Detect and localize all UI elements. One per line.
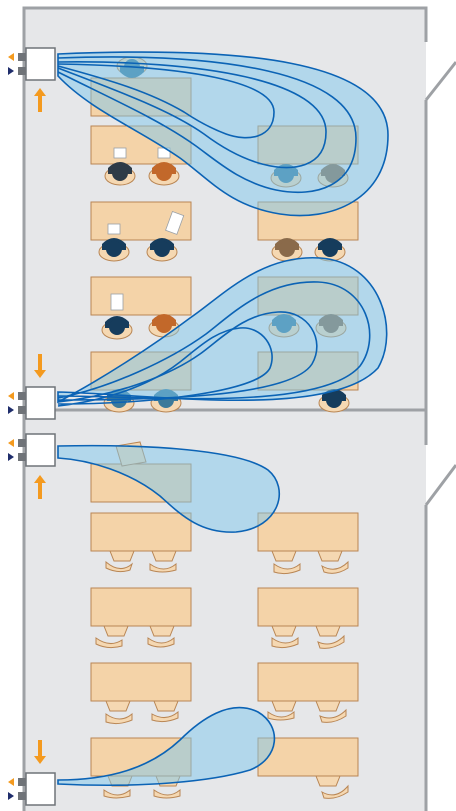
student-icon [101, 293, 133, 340]
ventilation-unit [8, 386, 56, 420]
desk-row-3 [90, 587, 359, 649]
desk [90, 662, 192, 702]
room-occupied-airflow [57, 51, 389, 407]
arrow-up-icon [34, 475, 46, 499]
chair [105, 700, 133, 725]
supply-marker-icon [8, 392, 14, 400]
return-marker-icon [8, 453, 14, 461]
student-icon [98, 223, 130, 262]
desk [90, 512, 192, 552]
arrow-down-icon [34, 354, 46, 378]
student-icon [148, 314, 180, 338]
room-empty-airflow [57, 444, 281, 787]
desk [257, 662, 359, 702]
supply-marker-icon [8, 439, 14, 447]
chair [151, 700, 179, 723]
chair [105, 550, 135, 573]
supply-marker-icon [8, 53, 14, 61]
airflow-streamline [57, 63, 275, 139]
room-empty-furniture [90, 441, 359, 799]
airflow-streamline [57, 327, 273, 407]
chair [267, 700, 297, 721]
airflow-plume-top [57, 51, 389, 217]
desk [257, 587, 359, 627]
return-marker-icon [8, 792, 14, 800]
arrow-down-icon [34, 740, 46, 764]
airflow-plume-top [57, 444, 281, 533]
ventilation-unit [8, 47, 56, 81]
chair [315, 775, 349, 799]
return-marker-icon [8, 67, 14, 75]
airflow-plume-bottom [57, 706, 276, 787]
desk-row-2 [90, 512, 359, 575]
ventilation-unit [8, 433, 56, 467]
airflow-streamline [57, 61, 327, 169]
airflow-direction-arrows [34, 88, 46, 764]
chair [315, 700, 347, 723]
airflow-streamline [57, 281, 371, 400]
arrow-up-icon [34, 88, 46, 112]
return-marker-icon [8, 406, 14, 414]
student-icon [148, 147, 180, 186]
chair [271, 625, 299, 649]
ventilation-unit [8, 772, 56, 806]
student-icon [314, 238, 346, 262]
supply-marker-icon [8, 778, 14, 786]
desk [90, 587, 192, 627]
student-icon [146, 210, 185, 262]
chair [271, 550, 301, 575]
chair [147, 625, 175, 648]
chair [95, 625, 129, 649]
chair [317, 550, 349, 574]
desk [257, 512, 359, 552]
student-icon [271, 238, 303, 262]
student-icon [104, 147, 136, 186]
airflow-streamline [57, 56, 357, 194]
airflow-plume-bottom [57, 257, 388, 404]
desk-row-4 [90, 662, 359, 725]
ventilation-units [8, 47, 56, 806]
room-empty-door [424, 464, 456, 506]
chair [315, 625, 345, 649]
room-occupied-door [424, 61, 456, 101]
desk [257, 737, 359, 777]
chair [149, 550, 177, 573]
desk [90, 276, 192, 316]
